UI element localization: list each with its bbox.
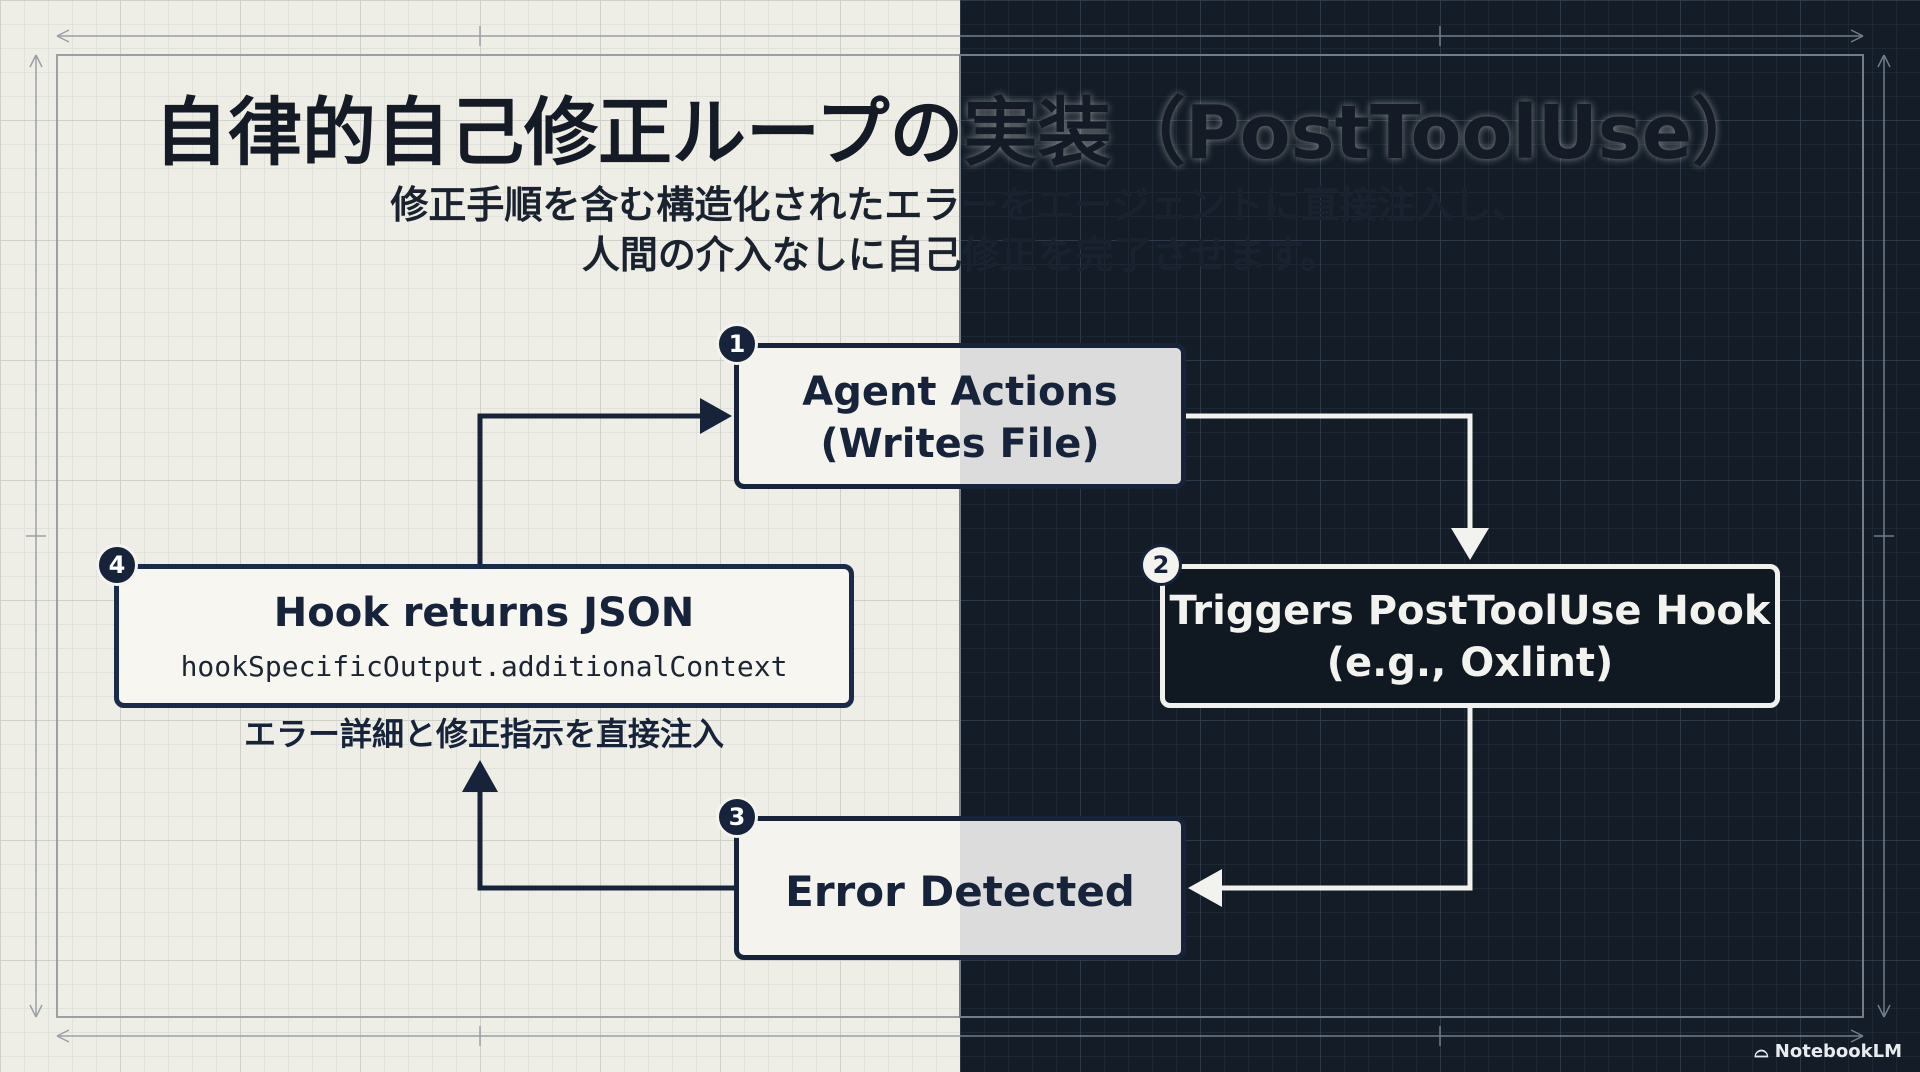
notebooklm-logo-icon: ⌓	[1754, 1041, 1775, 1062]
step-2-title: Triggers PostToolUse Hook	[1169, 588, 1771, 634]
step-4-caption: エラー詳細と修正指示を直接注入	[243, 715, 724, 753]
step-2-badge: 2	[1140, 544, 1182, 586]
arrow-4-to-1	[477, 413, 706, 564]
step-1-box: Agent Actions (Writes File)	[734, 343, 1186, 489]
step-4-code: hookSpecificOutput.additionalContext	[180, 650, 788, 683]
slide-title: 自律的自己修正ループの実装（PostToolUse）	[153, 90, 1767, 176]
step-4-box: Hook returns JSON hookSpecificOutput.add…	[114, 564, 854, 708]
arrow-1-to-2	[1184, 413, 1473, 540]
step-3-badge: 3	[716, 796, 758, 838]
step-1-badge: 1	[716, 323, 758, 365]
step-4-title: Hook returns JSON	[273, 590, 695, 636]
step-2-subtitle: (e.g., Oxlint)	[1326, 640, 1614, 686]
step-3-title: Error Detected	[785, 867, 1135, 916]
step-1-title: Agent Actions	[802, 369, 1118, 415]
frame-right	[959, 26, 1894, 1046]
arrow-2-to-3	[1210, 708, 1473, 891]
subtitle-line-2: 人間の介入なしに自己修正を完了させます。	[581, 233, 1339, 277]
step-1-subtitle: (Writes File)	[820, 421, 1100, 467]
notebooklm-watermark: ⌓ NotebookLM	[1754, 1041, 1902, 1062]
step-3-box: Error Detected	[734, 816, 1186, 960]
step-4-badge: 4	[96, 544, 138, 586]
arrow-3-to-4	[477, 784, 736, 891]
subtitle-line-1: 修正手順を含む構造化されたエラーをエージェントに直接注入し、	[390, 183, 1530, 227]
step-2-box: Triggers PostToolUse Hook (e.g., Oxlint)	[1160, 564, 1780, 708]
